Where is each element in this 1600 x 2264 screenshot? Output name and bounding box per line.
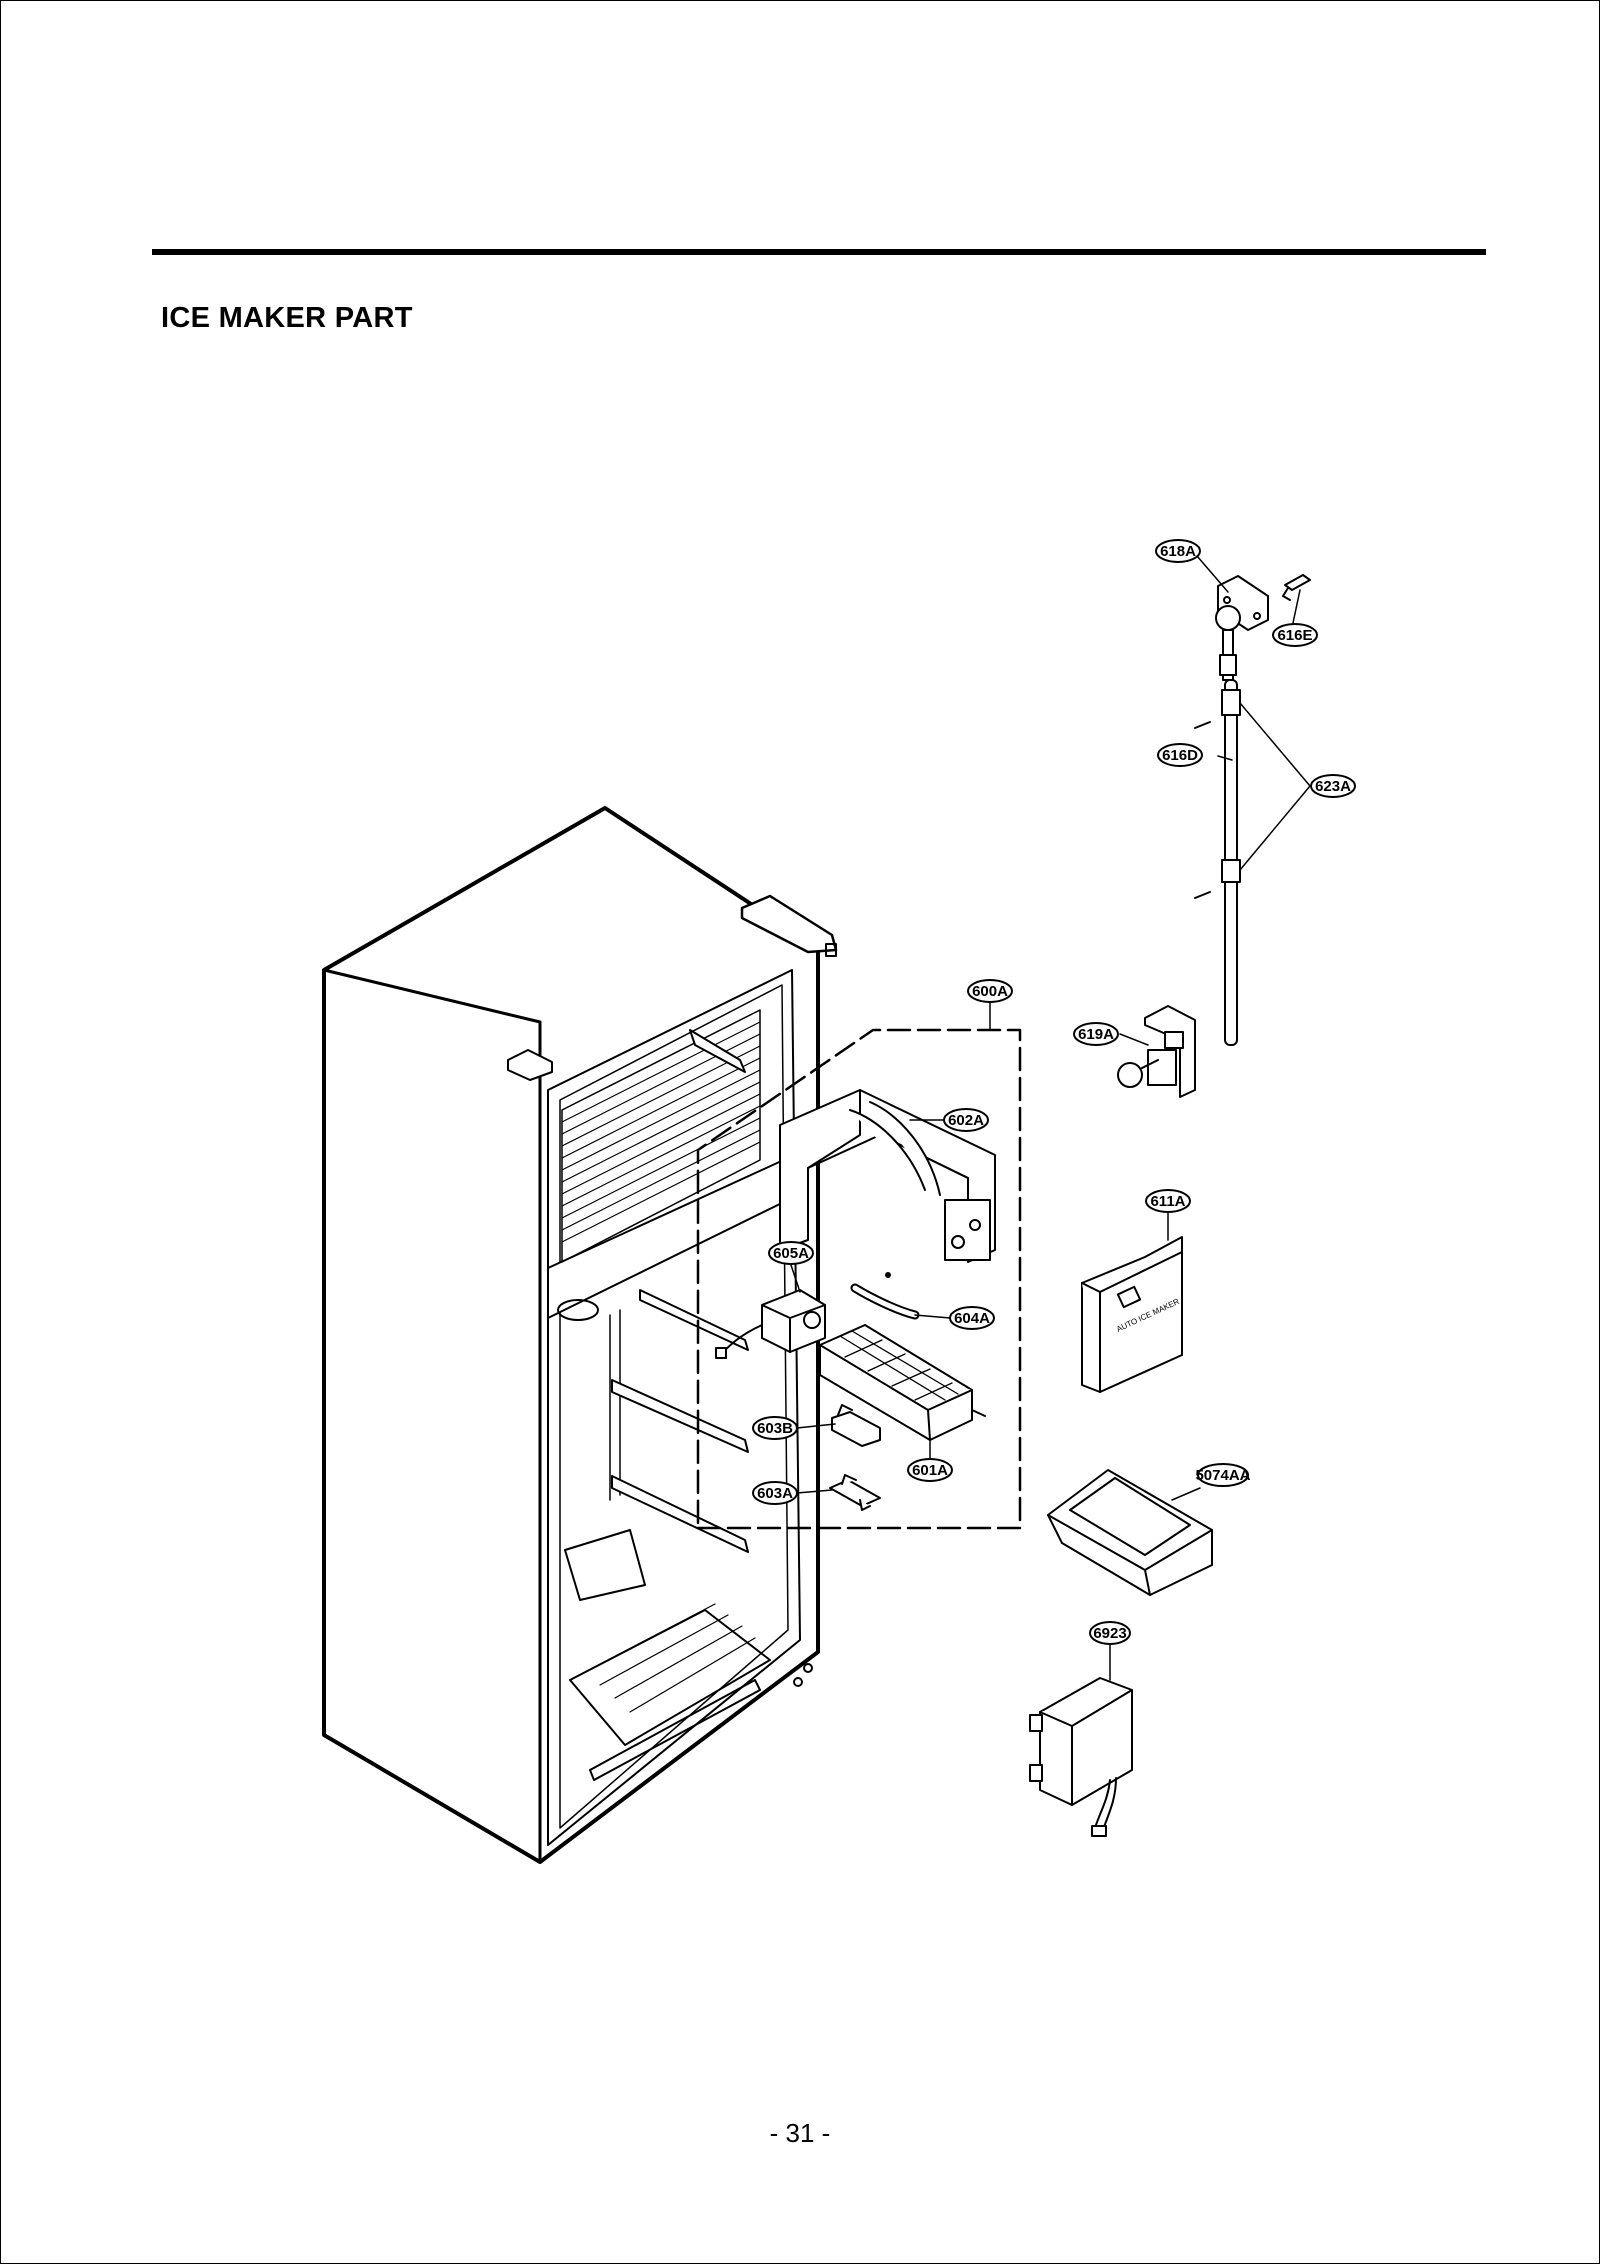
svg-text:603A: 603A [757, 1485, 793, 1502]
callout-600A: 600A [967, 979, 1013, 1003]
svg-text:605A: 605A [773, 1245, 809, 1262]
callout-611A: 611A [1145, 1189, 1191, 1213]
svg-text:603B: 603B [757, 1420, 793, 1437]
ice-bin-5074AA [1047, 1469, 1213, 1596]
page-title: ICE MAKER PART [161, 302, 413, 334]
cover-611A: AUTO ICE MAKER [1081, 1236, 1183, 1393]
callout-602A: 602A [943, 1108, 989, 1132]
bracket-603A [829, 1474, 881, 1511]
svg-text:600A: 600A [972, 983, 1008, 1000]
water-valve-619A [1117, 1005, 1196, 1098]
svg-text:5074AA: 5074AA [1195, 1467, 1250, 1484]
svg-text:6923: 6923 [1093, 1625, 1126, 1642]
svg-text:618A: 618A [1160, 543, 1196, 560]
svg-text:611A: 611A [1150, 1193, 1185, 1210]
callout-619A: 619A [1073, 1022, 1119, 1046]
assembly-600A-outline [696, 1028, 1022, 1530]
ice-tray-601A [819, 1324, 986, 1441]
svg-text:619A: 619A [1078, 1026, 1114, 1043]
callout-603A: 603A [752, 1481, 798, 1505]
svg-text:616E: 616E [1277, 627, 1312, 644]
control-box-6923 [1029, 1677, 1133, 1837]
ice-maker-housing-602A [779, 1089, 996, 1263]
svg-text:623A: 623A [1315, 778, 1351, 795]
callout-6923: 6923 [1089, 1621, 1131, 1645]
callout-604A: 604A [949, 1306, 995, 1330]
svg-text:616D: 616D [1162, 747, 1198, 764]
leader-lines [790, 555, 1311, 1681]
callout-616E: 616E [1272, 623, 1318, 647]
page-number: - 31 - [769, 2118, 831, 2148]
callout-623A: 623A [1310, 774, 1356, 798]
callout-5074AA: 5074AA [1195, 1463, 1251, 1487]
svg-text:604A: 604A [954, 1310, 990, 1327]
callout-605A: 605A [768, 1241, 814, 1265]
heater-tube-604A [850, 1272, 920, 1320]
water-pipe-assembly [1194, 574, 1311, 1046]
header-rule [152, 249, 1486, 255]
bracket-603B [831, 1404, 881, 1447]
svg-text:601A: 601A [912, 1462, 948, 1479]
callout-618A: 618A [1155, 539, 1201, 563]
callout-601A: 601A [907, 1458, 953, 1482]
callout-616D: 616D [1157, 743, 1203, 767]
svg-text:602A: 602A [948, 1112, 984, 1129]
refrigerator-cabinet [322, 806, 838, 1864]
callout-603B: 603B [752, 1416, 798, 1440]
